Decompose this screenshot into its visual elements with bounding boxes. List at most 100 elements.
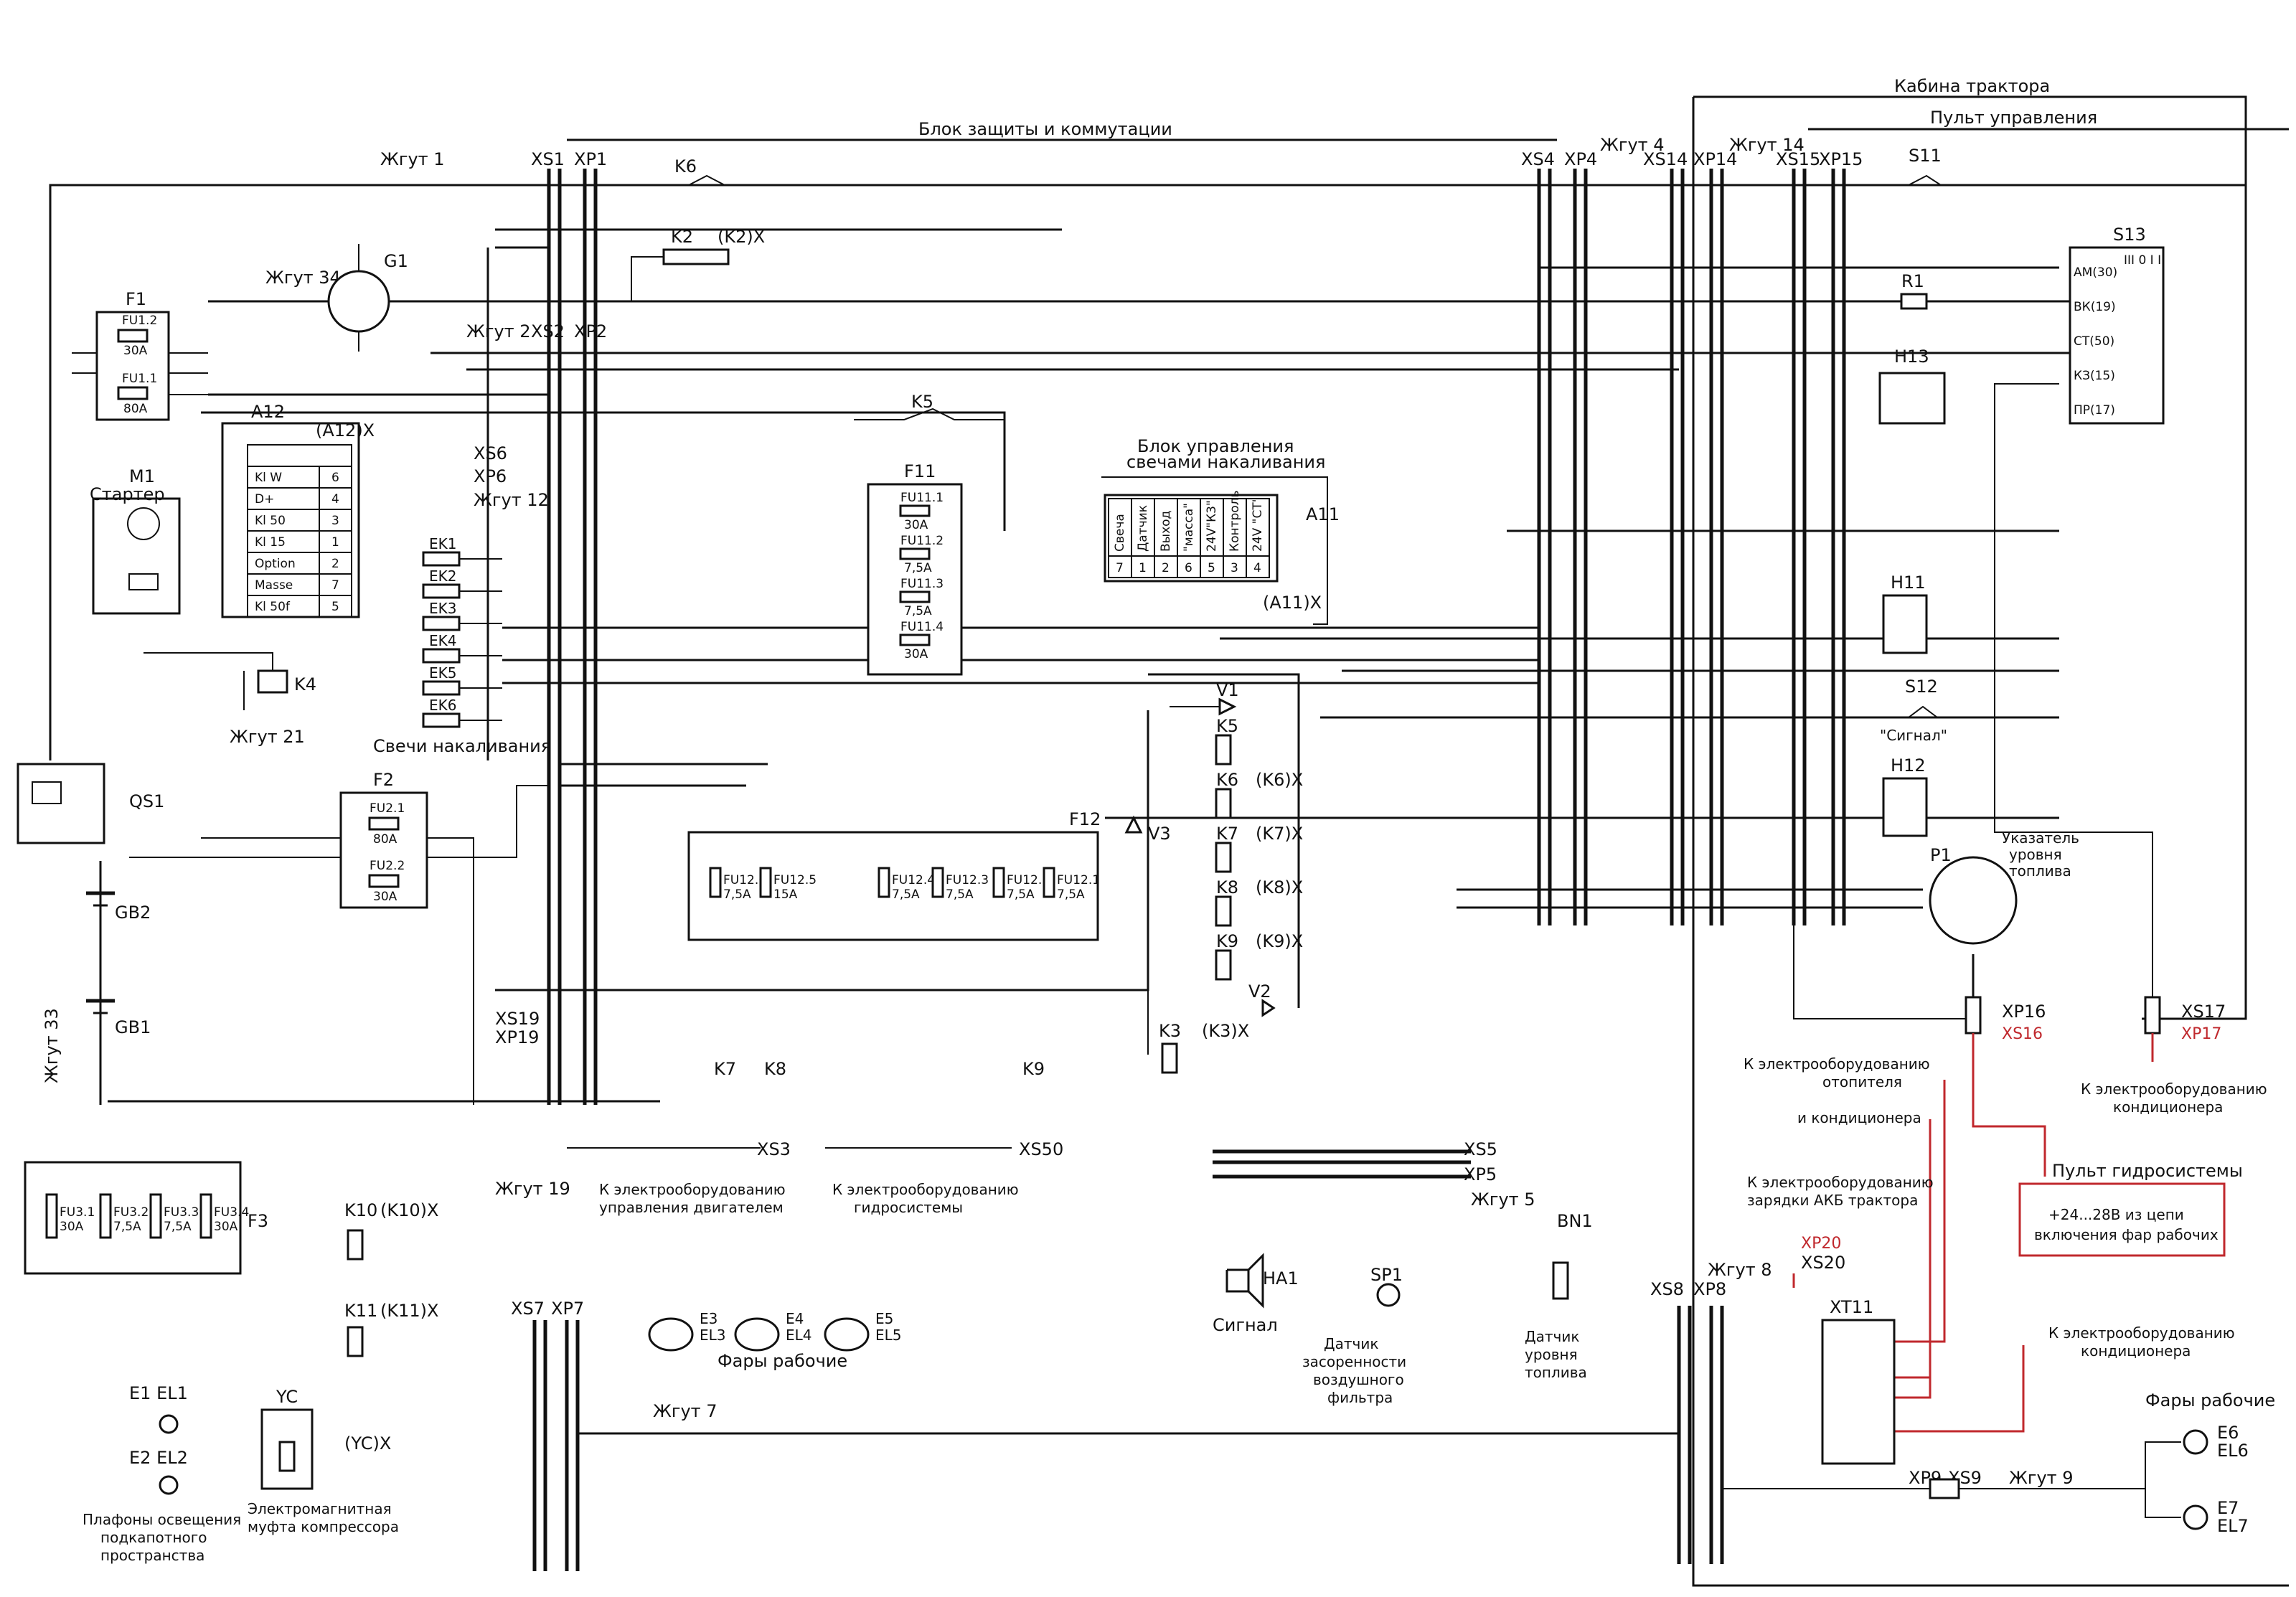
a12-pin-number: 1 [331, 535, 339, 550]
s13-terminal-label: ВК(19) [2074, 300, 2116, 314]
protection-block: Блок защиты и коммутации [567, 119, 1557, 141]
xs5-label: XS5 [1464, 1139, 1497, 1159]
ac2-caption-2: кондиционера [2081, 1342, 2191, 1360]
a11-columns: Свеча7Датчик1Выход2"масса"624V"К3"5Контр… [1108, 490, 1270, 578]
glow-plug-label: EK5 [429, 664, 456, 682]
a12-pin-number: 2 [331, 557, 339, 571]
f11-fuse-rating: 30A [904, 647, 928, 661]
module-a11: Блок управления свечами накаливания A11 … [1101, 436, 1340, 625]
k10x-label: (K10)X [380, 1200, 438, 1220]
top-relays: K6 K2 (K2)X K5 [631, 156, 1004, 420]
a12-row-label: Kl W [255, 471, 282, 485]
fuse-block-f2: F2 FU2.1 80A FU2.2 30A [129, 770, 549, 1105]
h12-label: H12 [1891, 755, 1926, 776]
fu21-label: FU2.1 [370, 801, 405, 816]
a12-pin-number: 7 [331, 578, 339, 593]
xs7-label: XS7 [511, 1299, 545, 1319]
f12-fuses: FU12.67,5AFU12.515AFU12.47,5AFU12.37,5AF… [709, 867, 1100, 902]
k8x-label: (K8)X [1256, 877, 1303, 898]
harness-8-label: Жгут 8 [1708, 1260, 1772, 1280]
s13-terminal-label: ПР(17) [2074, 403, 2115, 418]
k10-label: K10 [344, 1200, 377, 1220]
engine-caption-1: К электрооборудованию [599, 1181, 786, 1198]
work-light-lamp-label: EL3 [700, 1327, 726, 1344]
glow-plug-body [422, 680, 461, 696]
a12-pin-number: 4 [331, 492, 339, 507]
air-filter-caption-3: воздушного [1313, 1371, 1404, 1388]
xp7-label: XP7 [551, 1299, 584, 1319]
f11-fuse-body [899, 547, 931, 560]
a12-label: A12 [251, 402, 285, 422]
el6-label: EL6 [2217, 1441, 2249, 1461]
fu11-label: FU1.1 [122, 372, 157, 386]
engine-caption-2: управления двигателем [599, 1199, 784, 1216]
f12-fuse-body [931, 867, 944, 898]
a11-pin-number: 4 [1253, 561, 1261, 575]
a11-pin-cell [1246, 555, 1270, 578]
k5-label-top: K5 [911, 392, 933, 412]
f11-fuse-label: FU11.3 [900, 577, 944, 591]
work-light-lamp-label: EL4 [786, 1327, 812, 1344]
work-light-body [824, 1317, 870, 1352]
a11-column-label: "масса" [1182, 503, 1196, 552]
xp2-label: XP2 [574, 321, 607, 341]
k9-label: K9 [1022, 1059, 1045, 1079]
glow-plug-label: EK4 [429, 632, 456, 649]
xs19-label: XS19 [495, 1009, 540, 1029]
harness-labels: Жгут 1 Жгут 2 Жгут 4 Жгут 14 Жгут 34 Жгу… [42, 135, 2074, 1488]
glow-plug-body [422, 551, 461, 567]
k2x-label: (K2)X [718, 227, 765, 247]
clutch-yc: YC (YC)X Электромагнитная муфта компресс… [248, 1387, 399, 1535]
a12x-label: (A12)X [316, 420, 375, 441]
bn1-label: BN1 [1557, 1211, 1593, 1231]
e7-label: E7 [2217, 1498, 2239, 1518]
fuse-block-f12: F12 FU12.67,5AFU12.515AFU12.47,5AFU12.37… [687, 809, 1101, 941]
v1-label: V1 [1216, 680, 1239, 700]
relay-column: V1 K5 K6 (K6)X K7 (K7)X K8 (K8)X K9 (K9)… [1124, 673, 1303, 1055]
a11-column-label: Контроль [1228, 490, 1242, 552]
f3-fuse-label: FU3.1 [60, 1205, 95, 1220]
starter-label: Стартер [90, 484, 165, 504]
harness-33-label: Жгут 33 [42, 1008, 62, 1083]
fu22-rating: 30A [373, 890, 397, 904]
k7-label: K7 [714, 1059, 736, 1079]
f12-fuse-label: FU12.1 [1057, 873, 1100, 887]
f12-label: F12 [1069, 809, 1101, 829]
air-filter-caption-1: Датчик [1324, 1335, 1378, 1352]
battery-caption-2: зарядки АКБ трактора [1747, 1192, 1918, 1209]
f3-fuse-body [45, 1193, 58, 1239]
f12-fuse-rating: 15A [773, 887, 798, 902]
fu12-label: FU1.2 [122, 314, 157, 328]
batteries: GB2 GB1 [86, 861, 151, 1105]
f12-fuse-rating: 7,5A [1007, 887, 1035, 902]
f3-fuse-rating: 7,5A [113, 1220, 141, 1234]
control-panel-title: Пульт управления [1930, 108, 2097, 128]
starter-m1: M1 Стартер [90, 466, 181, 615]
k10-k11: K10 (K10)X K11 (K11)X [344, 1200, 438, 1357]
xp17-label: XP17 [2181, 1025, 2221, 1043]
sensors: HA1 Сигнал SP1 Датчик засоренности возду… [1213, 1211, 1593, 1406]
k6-label-col: K6 [1216, 770, 1238, 790]
mid-relays: K7 K8 K9 K3 (K3)X [714, 1021, 1249, 1079]
xt11-label: XT11 [1830, 1297, 1873, 1317]
xp4-label: XP4 [1564, 149, 1597, 169]
k7x-label: (K7)X [1256, 824, 1303, 844]
f12-fuse-label: FU12.2 [1007, 873, 1050, 887]
harness-7-label: Жгут 7 [653, 1401, 718, 1421]
fu11-rating: 80A [123, 402, 148, 416]
harness-12-label: Жгут 12 [474, 490, 549, 510]
h11-label: H11 [1891, 573, 1926, 593]
f3-fuse-rating: 30A [214, 1220, 238, 1234]
f12-fuse-body [759, 867, 772, 898]
hydro-panel-line-1: +24...28В из цепи [2048, 1206, 2184, 1223]
work-light-body [734, 1317, 780, 1352]
xp14-label: XP14 [1693, 149, 1737, 169]
xs16-label: XS16 [2002, 1025, 2043, 1043]
f11-fuse-label: FU11.4 [900, 620, 944, 634]
k4-label: K4 [294, 674, 316, 694]
f2-label: F2 [373, 770, 394, 790]
right-bottom: К электрооборудованию отопителя и кондиц… [1722, 1033, 2275, 1536]
